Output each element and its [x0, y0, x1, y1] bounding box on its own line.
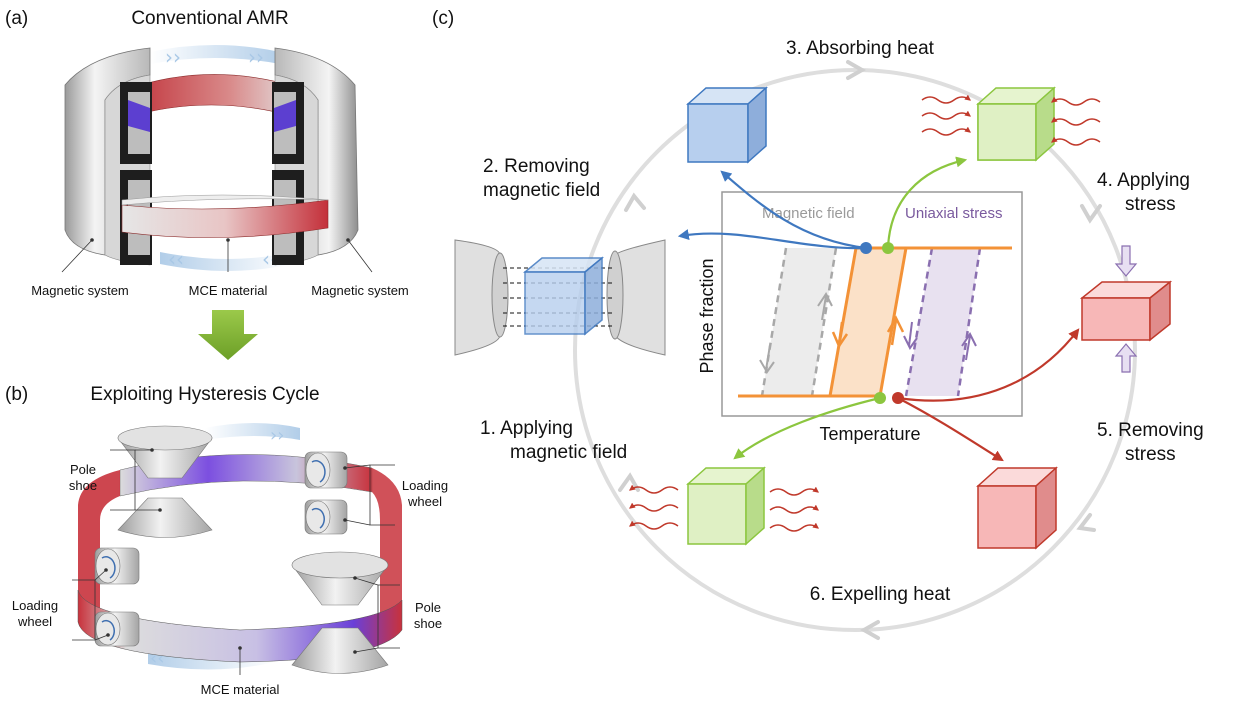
label-pole-shoe-tl-1: Pole [70, 462, 96, 477]
label-loading-wheel-tr-2: wheel [407, 494, 442, 509]
label-magnetic-system-right: Magnetic system [311, 283, 409, 298]
x-axis-label: Temperature [819, 424, 920, 444]
step-5-label-1: 5. Removing [1097, 420, 1204, 441]
pole-shoe-bottom-right [291, 551, 389, 674]
step-2-label-1: 2. Removing [483, 156, 590, 177]
loading-wheel-bottom-left [94, 547, 140, 647]
svg-text:››: ›› [270, 425, 284, 446]
cube-green-bottom [686, 466, 766, 546]
label-pole-shoe-tl-2: shoe [69, 478, 97, 493]
panel-c-label: (c) [432, 8, 454, 29]
magnet-with-cube [454, 239, 666, 356]
cube-green-top [976, 86, 1056, 162]
panel-a-title: Conventional AMR [131, 8, 288, 29]
orange-loop-fill [830, 248, 906, 396]
step-6-label: 6. Expelling heat [810, 584, 951, 605]
label-mce-material-b: MCE material [201, 682, 280, 697]
arrow-to-red-cube [897, 397, 1004, 462]
cube-blue-top [686, 86, 768, 164]
stress-arrows-icon [1114, 245, 1138, 373]
svg-text:››: ›› [165, 45, 181, 69]
panel-a: (a) Conventional AMR ›› ›› ‹‹ ‹‹ [5, 8, 409, 298]
cube-red-stressed [1079, 280, 1173, 342]
cycle-circle [573, 68, 1137, 632]
uniaxial-stress-loop-fill [906, 248, 980, 396]
label-magnetic-system-left: Magnetic system [31, 283, 129, 298]
y-axis-label: Phase fraction [697, 258, 717, 373]
step-3-label: 3. Absorbing heat [786, 38, 935, 59]
legend-uniaxial-stress: Uniaxial stress [905, 205, 1003, 222]
step-4-label-2: stress [1125, 194, 1176, 215]
svg-text:››: ›› [248, 45, 264, 69]
panel-c: (c) 3. Absorbing heat 2. Removing magnet… [432, 8, 1204, 640]
arrow-to-blue-cube [720, 170, 867, 250]
label-mce-material-a: MCE material [189, 283, 268, 298]
panel-a-label: (a) [5, 8, 28, 29]
label-pole-shoe-br-1: Pole [415, 600, 441, 615]
step-1-label-1: 1. Applying [480, 418, 573, 439]
step-5-label-2: stress [1125, 444, 1176, 465]
arrow-to-green-cube-top [886, 156, 968, 249]
label-pole-shoe-br-2: shoe [414, 616, 442, 631]
panel-b-title: Exploiting Hysteresis Cycle [90, 384, 319, 405]
label-loading-wheel-bl-1: Loading [12, 598, 58, 613]
panel-b-label: (b) [5, 384, 28, 405]
rotation-arrow-top-a: ›› ›› [150, 45, 280, 69]
rotation-arrow-top-b: ›› [205, 423, 300, 446]
pole-shoe-top-left [117, 425, 213, 538]
arrow-to-green-cube-bottom [733, 396, 881, 460]
label-loading-wheel-tr-1: Loading [402, 478, 448, 493]
cube-red-bottom [976, 466, 1058, 550]
arrow-to-magnet [677, 229, 867, 250]
panel-b: (b) Exploiting Hysteresis Cycle ›› ‹‹ [5, 384, 448, 697]
step-2-label-2: magnetic field [483, 180, 600, 201]
svg-text:‹‹: ‹‹ [168, 247, 184, 271]
arrow-to-red-cube-stressed [897, 328, 1080, 402]
transition-arrow-icon [198, 310, 258, 360]
heat-waves-in [921, 94, 1101, 146]
label-loading-wheel-bl-2: wheel [17, 614, 52, 629]
step-1-label-2: magnetic field [510, 442, 627, 463]
legend-magnetic-field: Magnetic field [762, 205, 855, 222]
mce-ring-front [121, 199, 329, 238]
step-4-label-1: 4. Applying [1097, 170, 1190, 191]
heat-waves-out [629, 484, 819, 532]
loading-wheel-top-right [304, 451, 348, 535]
